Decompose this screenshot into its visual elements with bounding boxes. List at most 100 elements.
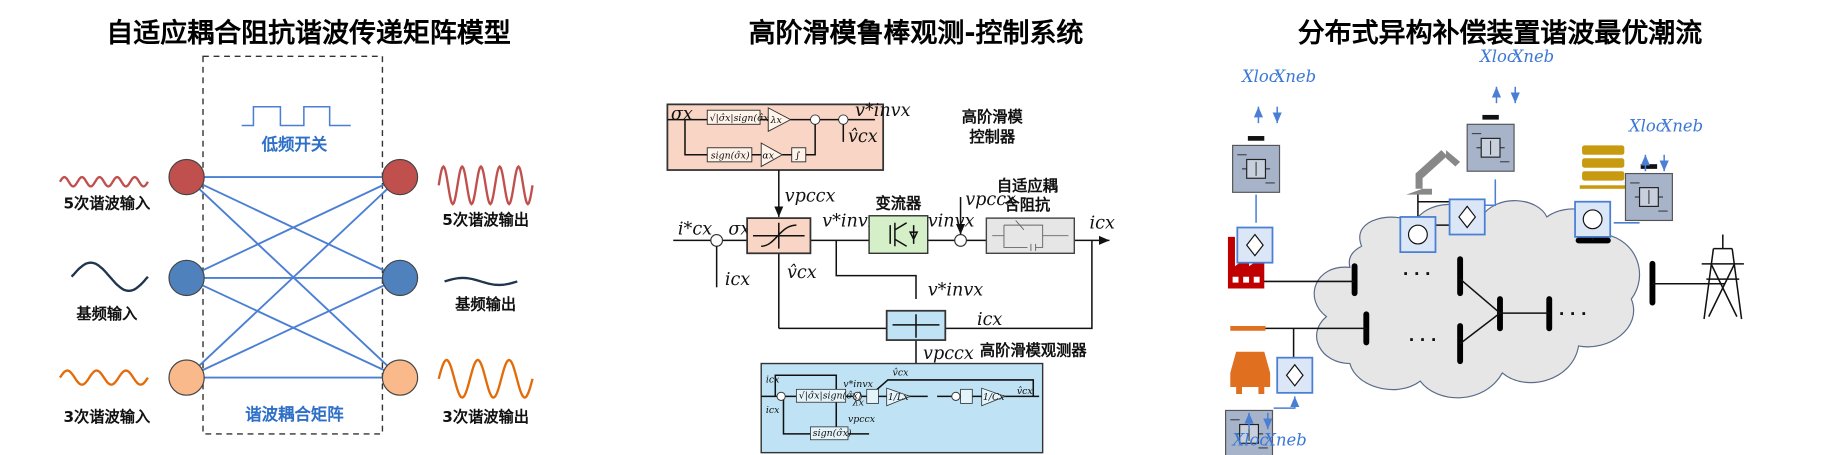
- ellipsis-3: · · ·: [1559, 305, 1587, 323]
- h5-input-wave-icon: [58, 175, 149, 188]
- compensator-2: [1276, 356, 1314, 394]
- sig-i-out: icx: [1090, 214, 1115, 234]
- x-neb-label: Xneb: [1659, 116, 1703, 135]
- output-label-fund: 基频输出: [454, 296, 516, 314]
- output-label-h5: 5次谐波输出: [442, 211, 529, 229]
- controller-label-2: 控制器: [969, 128, 1015, 146]
- robot-arm-icon: [1406, 150, 1461, 195]
- x-neb-label: Xneb: [1272, 67, 1316, 86]
- car-icon: [1230, 351, 1271, 395]
- sig-vpcc-3: vpccx: [923, 344, 974, 364]
- sig-vinv-ref: v*invx: [822, 211, 878, 231]
- square-wave-icon: [241, 105, 351, 127]
- h3-output-wave-icon: [437, 358, 534, 399]
- ctrl-lambda-text: λx: [770, 115, 783, 126]
- converter-block: [868, 215, 929, 255]
- x-neb-label: Xneb: [1262, 431, 1306, 450]
- obs-vhat: v̂cx: [893, 367, 910, 378]
- coupling-lines: [185, 176, 401, 379]
- h3-input-wave-icon: [58, 369, 149, 386]
- controller-label-1: 高阶滑模: [962, 108, 1024, 126]
- fund-output-wave-icon: [444, 276, 518, 287]
- ellipsis-2: · · ·: [1409, 331, 1437, 349]
- panel-title: 高阶滑模鲁棒观测-控制系统: [749, 17, 1084, 49]
- x-loc-label: Xloc: [1240, 67, 1278, 86]
- obs-lambda-text: λx: [852, 398, 865, 409]
- ctrl-sign-text: sign(σ̂x): [711, 150, 750, 161]
- ctrl-sum-2: [838, 114, 849, 125]
- input-node-h3: [168, 359, 205, 396]
- transmission-tower-icon: [1701, 234, 1744, 320]
- output-node-fund: [381, 259, 419, 297]
- coupling-line: [186, 176, 401, 279]
- ctrl-vinv-ref: v*invx: [855, 101, 911, 121]
- antenna-icon: [1247, 136, 1265, 141]
- panel-sliding-mode-system: 高阶滑模鲁棒观测-控制系统 σx √|σ̂x|sign(σ̂x) λx sign…: [666, 17, 1115, 454]
- obs-vpcc: vpccx: [848, 414, 876, 425]
- h5-output-wave-icon: [437, 164, 534, 206]
- output-node-h3: [381, 359, 419, 396]
- ctrl-alpha-text: αx: [762, 150, 774, 161]
- ctrl-sigma: σx: [671, 105, 693, 125]
- obs-vinv: v*invx: [843, 379, 873, 390]
- impedance-label-1: 自适应耦: [997, 177, 1058, 195]
- matrix-label: 谐波耦合矩阵: [245, 405, 344, 424]
- output-node-h5: [381, 158, 419, 196]
- sig-sigma: σx: [728, 220, 750, 240]
- coupling-line: [186, 277, 401, 379]
- panel-harmonic-power-flow: 分布式异构补偿装置谐波最优潮流 · · · · · · · · ·: [1225, 18, 1744, 455]
- obs-invC-text: 1/Cx: [983, 392, 1005, 403]
- sig-vinv-ref-2: v*invx: [928, 281, 984, 301]
- panel-title: 自适应耦合阻抗谐波传递矩阵模型: [106, 17, 511, 49]
- x-loc-label: Xloc: [1627, 116, 1665, 135]
- input-label-h3: 3次谐波输入: [63, 408, 151, 426]
- obs-sign-text: sign(σ̂x): [813, 428, 852, 439]
- sig-vhat: v̂cx: [787, 262, 817, 283]
- ctrl-sum: [809, 114, 821, 125]
- sig-i-ref: i*cx: [678, 220, 712, 240]
- sig-vpcc-2: vpccx: [965, 190, 1016, 210]
- edge-controller-chip-1: [1232, 136, 1281, 193]
- observer-label: 高阶滑模观测器: [980, 341, 1087, 359]
- ctrl-sqrt-sign-text: √|σ̂x|sign(σ̂x): [710, 113, 773, 124]
- converter-label: 变流器: [876, 195, 922, 213]
- obs-vhat-out: v̂cx: [1017, 386, 1034, 397]
- sig-vinv: vinvx: [928, 211, 975, 231]
- x-loc-label: Xloc: [1478, 47, 1516, 66]
- impedance-label-2: 合阻抗: [1004, 196, 1051, 214]
- panel-title: 分布式异构补偿装置谐波最优潮流: [1298, 18, 1703, 49]
- ctrl-integrator-text: ∫: [795, 150, 800, 161]
- compensator-3: [1448, 198, 1486, 236]
- voltage-sum: [954, 233, 968, 247]
- sig-i-fb: icx: [725, 270, 750, 290]
- generator-2: [1574, 200, 1612, 238]
- output-label-h3: 3次谐波输出: [442, 408, 529, 426]
- input-node-h5: [168, 158, 205, 196]
- fund-input-wave-icon: [70, 261, 149, 292]
- input-node-fund: [168, 259, 205, 297]
- input-label-h5: 5次谐波输入: [63, 195, 151, 213]
- ctrl-sqrt-sign-block: [706, 109, 761, 125]
- coupling-line: [185, 176, 401, 379]
- observer-box: [760, 362, 1044, 454]
- antenna-icon: [1482, 114, 1499, 120]
- panel-harmonic-matrix: 自适应耦合阻抗谐波传递矩阵模型 低频开关 谐波耦合矩阵 5次谐波输入 基频输入 …: [58, 17, 534, 435]
- edge-controller-chip-2: [1466, 114, 1515, 172]
- compensator-1: [1236, 226, 1274, 264]
- error-sum: [710, 233, 724, 247]
- generator-1: [1399, 216, 1437, 254]
- sig-i-obs: icx: [977, 310, 1002, 330]
- ctrl-vhat: v̂cx: [848, 126, 878, 147]
- obs-i: icx: [766, 405, 780, 416]
- obs-sqrt-sign-text: √|σ̂x|sign(σ̂x): [799, 391, 862, 402]
- switch-label: 低频开关: [261, 135, 328, 154]
- obs-ihat: icx: [766, 374, 780, 385]
- x-loc-label: Xloc: [1231, 431, 1269, 450]
- ellipsis-1: · · ·: [1403, 265, 1431, 283]
- edge-controller-chip-3: [1624, 164, 1673, 222]
- obs-invL-text: 1/Lx: [888, 392, 909, 403]
- x-neb-label: Xneb: [1510, 47, 1554, 66]
- matrix-dashed-box: [202, 55, 384, 435]
- antenna-icon: [1640, 164, 1658, 169]
